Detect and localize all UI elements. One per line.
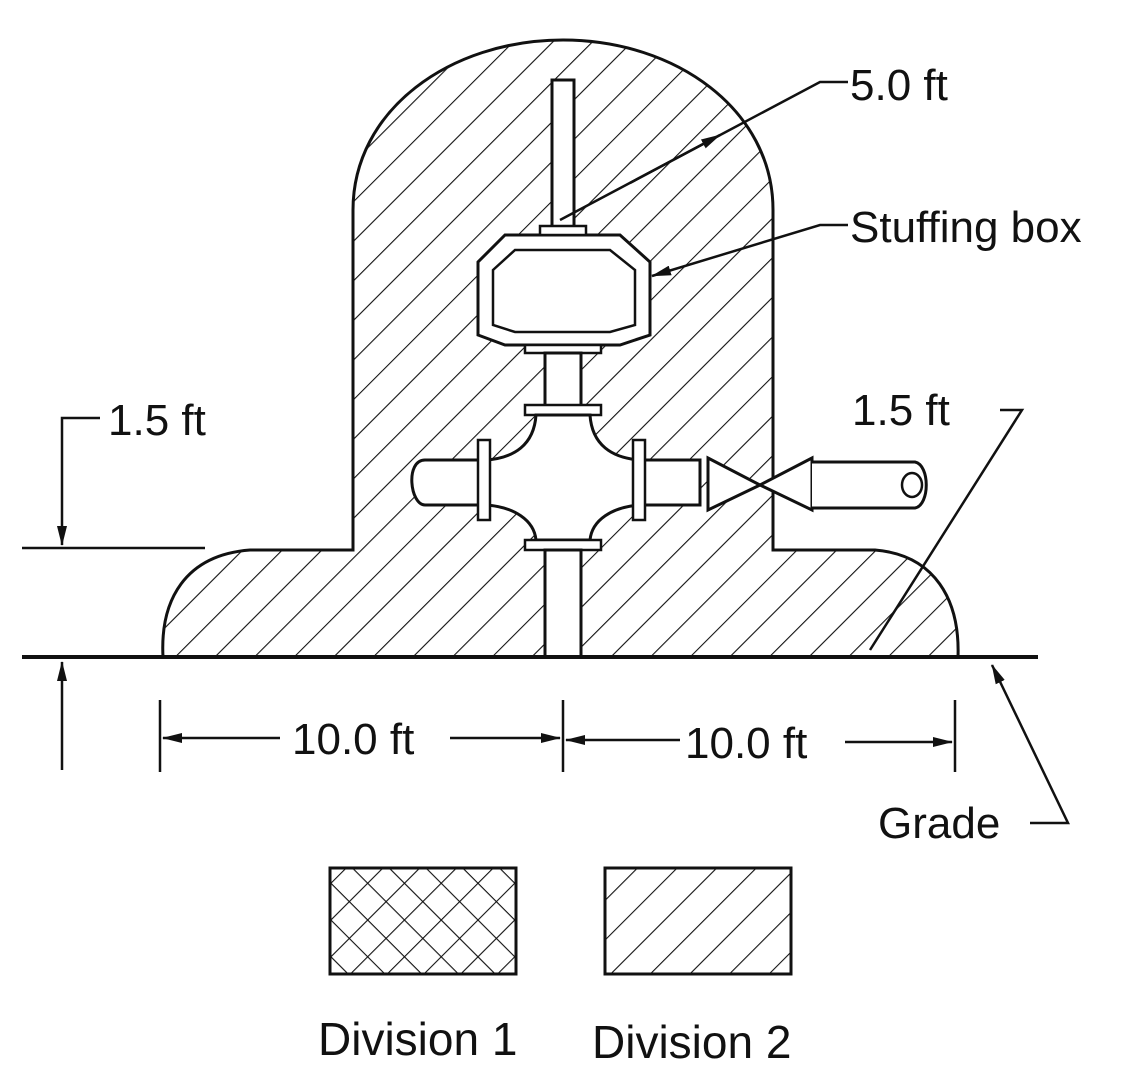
dist-right-label: 10.0 ft xyxy=(685,719,807,768)
radius-label: 5.0 ft xyxy=(850,61,948,110)
stuffing-box-label: Stuffing box xyxy=(850,203,1082,252)
valve xyxy=(706,455,764,513)
legend-swatch-division-2 xyxy=(603,866,793,976)
height-left-label: 1.5 ft xyxy=(108,396,206,445)
grade-label: Grade xyxy=(878,799,1000,848)
height-right-label: 1.5 ft xyxy=(852,386,950,435)
dist-left-label: 10.0 ft xyxy=(292,715,414,764)
discharge-pipe xyxy=(812,460,928,510)
pump-assembly xyxy=(410,78,928,659)
stuffing-box-leader xyxy=(651,223,848,278)
legend: Division 1 Division 2 xyxy=(318,866,793,1068)
legend-swatch-division-1 xyxy=(328,866,518,976)
stuffing-box xyxy=(476,233,652,347)
legend-label-division-1: Division 1 xyxy=(318,1013,517,1065)
legend-label-division-2: Division 2 xyxy=(592,1016,791,1068)
